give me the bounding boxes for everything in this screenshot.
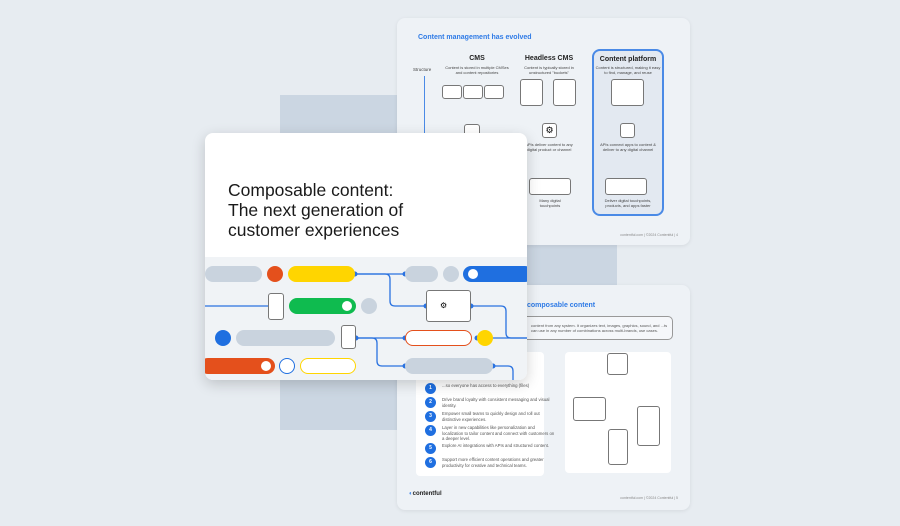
document-page-composable-benefits: composable content content from any syst… [397, 285, 690, 510]
contentful-logo: ◐contentful [409, 491, 442, 497]
orange-toggle [205, 358, 275, 374]
column-heading: CMS [469, 55, 485, 62]
page-footer: contentful.com | ©2024 Contentful | 5 [620, 496, 678, 500]
bucket-icon [553, 79, 576, 106]
phone-icon [341, 325, 356, 349]
browser-icon [573, 397, 606, 421]
yellow-outline-pill [300, 358, 356, 374]
tablet-icon [637, 406, 660, 446]
gray-dot [361, 298, 377, 314]
yellow-pill [288, 266, 355, 282]
gray-dot [443, 266, 459, 282]
api-caption: APIs connect apps to content & deliver t… [600, 142, 656, 152]
phone-icon [608, 429, 628, 465]
document-page-content-evolution: Content management has evolved Structure… [397, 18, 690, 245]
touchpoints-icon [605, 178, 647, 195]
blue-toggle [463, 266, 527, 282]
gray-pill [405, 358, 493, 374]
column-desc: Content is typically stored in unstructu… [524, 65, 574, 75]
bucket-icon [520, 79, 543, 106]
item-number: 1 [425, 383, 436, 394]
item-number: 4 [425, 425, 436, 436]
orange-dot [267, 266, 283, 282]
column-desc: Content is stored in multiple CMSes and … [445, 65, 509, 75]
gray-pill [236, 330, 335, 346]
item-number: 5 [425, 443, 436, 454]
column-caption: Deliver digital touchpoints, products, a… [604, 198, 652, 208]
page-title: composable content [527, 302, 596, 309]
cover-title: Composable content: The next generation … [228, 180, 404, 240]
column-heading: Headless CMS [524, 55, 574, 62]
api-gear-icon: ⚙ [542, 123, 557, 138]
item-number: 3 [425, 411, 436, 422]
column-heading: Content platform [599, 56, 657, 63]
content-repo-icon [484, 85, 504, 99]
orange-outline-pill [405, 330, 472, 346]
row-label: Structure [413, 67, 432, 72]
content-repo-icon [442, 85, 462, 99]
content-repo-icon [463, 85, 483, 99]
list-item: 1...so everyone has access to everything… [425, 383, 557, 397]
gray-pill [205, 266, 262, 282]
device-icon [607, 353, 628, 375]
composable-diagram: ⚙ [205, 257, 527, 380]
green-toggle [289, 298, 356, 314]
gray-pill [405, 266, 438, 282]
blue-outline-dot [279, 358, 295, 374]
column-caption: Many digital touchpoints [539, 198, 561, 208]
intro-text: content from any system. It organizes te… [531, 323, 668, 333]
document-icon [268, 293, 284, 320]
touchpoints-icon [529, 178, 571, 195]
item-number: 6 [425, 457, 436, 468]
structured-content-icon [611, 79, 644, 106]
cover-card: Composable content: The next generation … [205, 133, 527, 380]
item-number: 2 [425, 397, 436, 408]
column-desc: Content is structured, making it easy to… [595, 65, 661, 75]
browser-window-icon: ⚙ [426, 290, 471, 322]
benefits-list: 1...so everyone has access to everything… [425, 383, 557, 468]
api-connect-icon [620, 123, 635, 138]
page-footer: contentful.com | ©2024 Contentful | 4 [620, 233, 678, 237]
api-caption: APIs deliver content to any digital prod… [525, 142, 573, 152]
blue-dot [215, 330, 231, 346]
page-title: Content management has evolved [418, 34, 532, 41]
yellow-dot [477, 330, 493, 346]
